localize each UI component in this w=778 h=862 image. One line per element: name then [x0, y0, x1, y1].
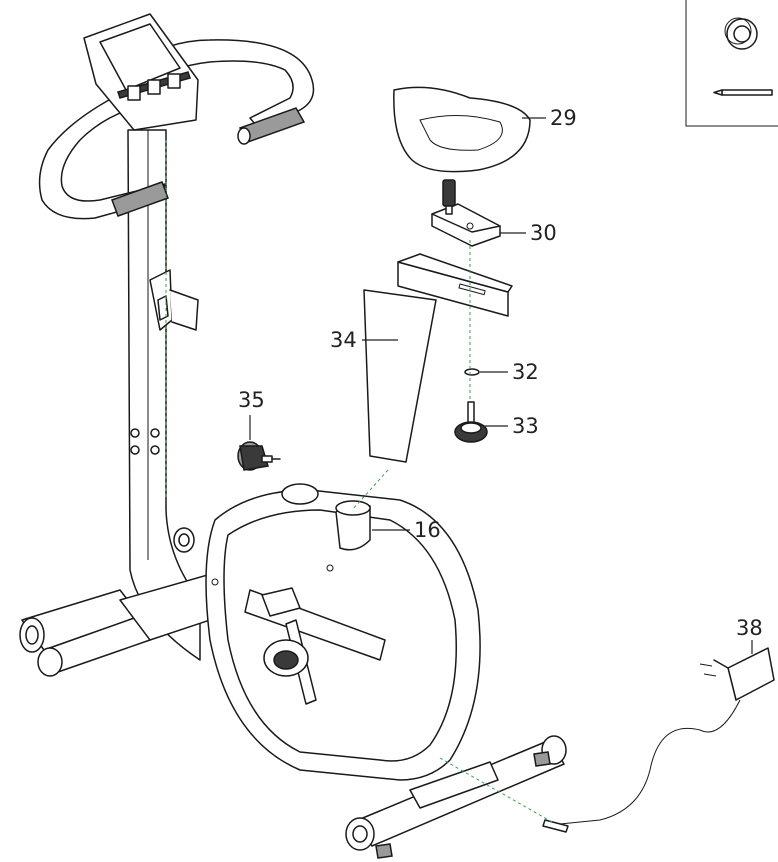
- callout-29: 29: [550, 106, 577, 130]
- leader-lines: [249, 117, 753, 654]
- front-stabilizer: [345, 735, 567, 859]
- seat-post: [363, 253, 513, 463]
- adjustment-knob: [454, 401, 488, 443]
- seat-post-tube: [335, 500, 371, 551]
- tension-knob: [237, 441, 281, 471]
- console-display: [99, 23, 181, 91]
- upright-bolt-holes: [130, 428, 160, 455]
- saddle-slider: [431, 179, 501, 247]
- washer: [464, 368, 480, 376]
- washer-detail: [724, 17, 758, 50]
- saddle: [393, 86, 531, 173]
- callout-30: 30: [530, 221, 557, 245]
- assembly-guides: [165, 140, 553, 823]
- callout-16: 16: [414, 518, 441, 542]
- ac-adapter: [699, 647, 775, 701]
- handlebar-grip-left: [111, 181, 169, 217]
- transport-wheels: [173, 483, 319, 553]
- pedal-crank: [261, 587, 317, 705]
- rear-stabilizer: [19, 589, 151, 677]
- flywheel-housing: [205, 489, 481, 781]
- console: [83, 13, 199, 131]
- hardware-inset: [685, 0, 778, 127]
- adapter-cable: [542, 699, 741, 833]
- handlebar-grip-right: [237, 107, 306, 145]
- callout-35: 35: [238, 388, 265, 412]
- callout-38: 38: [736, 616, 763, 640]
- callout-34: 34: [330, 328, 357, 352]
- callout-33: 33: [512, 414, 539, 438]
- callout-32: 32: [512, 360, 539, 384]
- bolt-detail: [713, 89, 773, 96]
